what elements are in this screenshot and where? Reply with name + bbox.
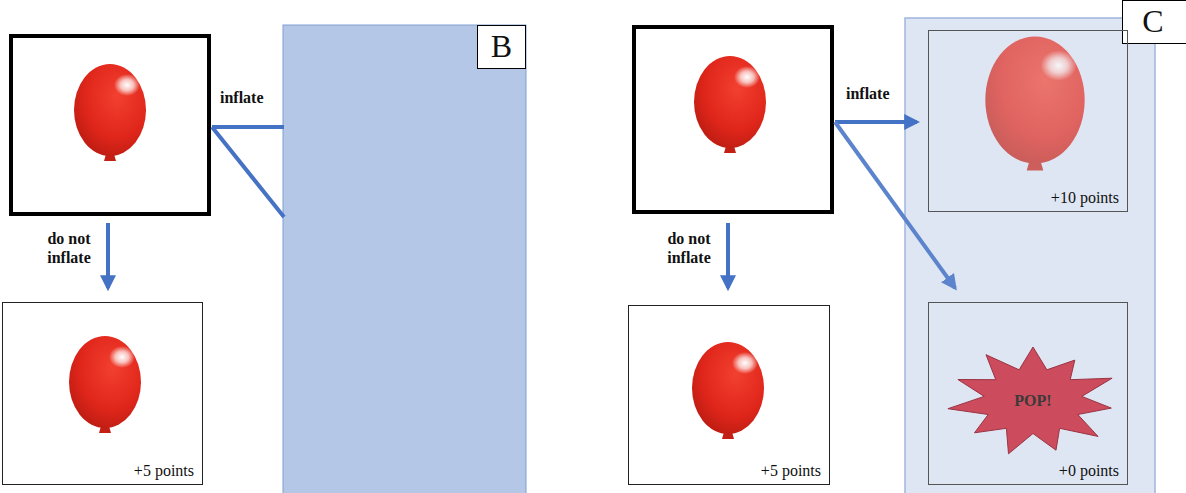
balloon	[69, 336, 141, 433]
panel-c	[905, 18, 1155, 493]
points-text: +5 points	[761, 462, 821, 480]
points-text: +0 points	[1059, 462, 1119, 480]
action-label: do not inflate	[38, 229, 100, 267]
action-label: inflate	[220, 88, 264, 107]
outcome-box: +10 points	[928, 30, 1128, 212]
pop-burst: POP!	[945, 345, 1121, 457]
panel-b	[283, 25, 526, 493]
balloon	[692, 342, 764, 439]
action-label: do not inflate	[658, 229, 720, 267]
start-box	[11, 36, 209, 214]
points-text: +10 points	[1051, 189, 1119, 207]
panel-letter: B	[491, 29, 512, 64]
start-box	[634, 27, 832, 212]
action-label: inflate	[846, 84, 890, 103]
inflate-line	[212, 127, 284, 217]
arrow	[106, 223, 110, 288]
outcome-box: +0 points POP!	[928, 302, 1128, 485]
outcome-box: +5 points	[2, 302, 203, 485]
burst-text: POP!	[1014, 392, 1051, 410]
panel-letter: C	[1142, 4, 1163, 39]
balloon	[694, 56, 766, 153]
balloon	[74, 64, 146, 161]
arrow	[726, 223, 730, 288]
panel-tag: B	[477, 25, 526, 69]
panel-tag: C	[1122, 0, 1186, 44]
inflate-line	[212, 125, 284, 129]
burst-outline	[948, 347, 1112, 454]
arrow	[835, 122, 955, 288]
arrow	[835, 120, 917, 124]
points-text: +5 points	[134, 462, 194, 480]
outcome-box: +5 points	[628, 305, 830, 485]
inflated-balloon	[985, 37, 1084, 171]
